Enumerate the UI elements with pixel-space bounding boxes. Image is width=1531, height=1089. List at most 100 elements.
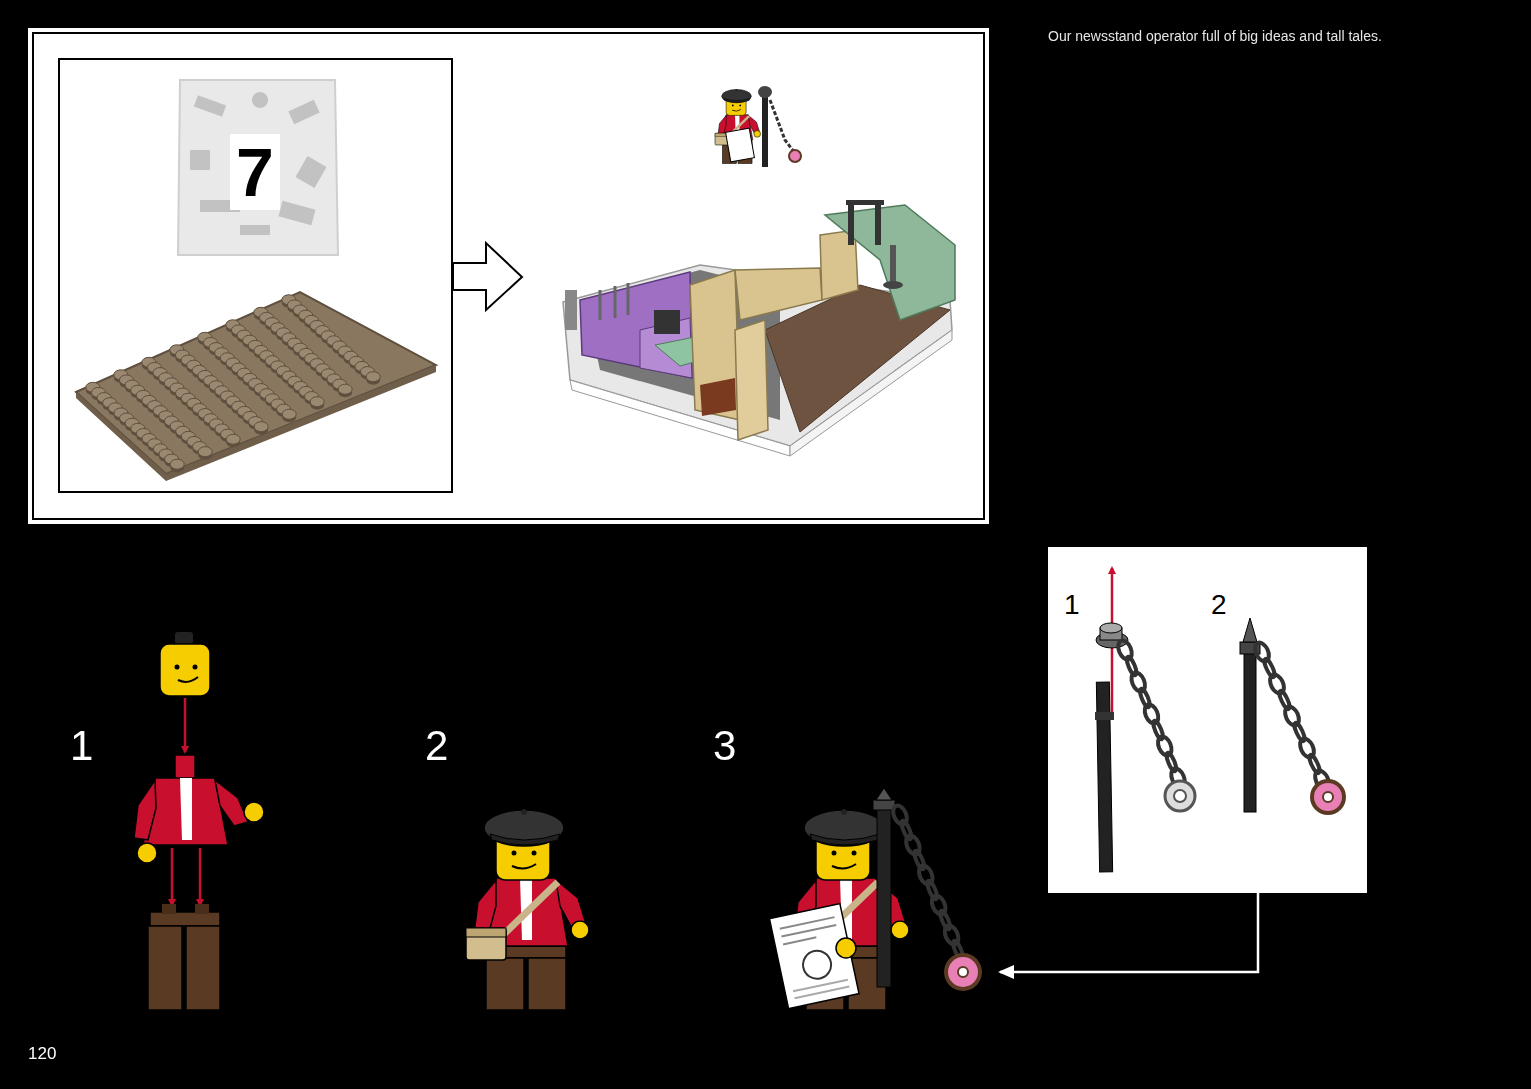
illustration-part	[150, 912, 220, 926]
illustration-part	[1314, 783, 1342, 811]
illustration-part	[769, 904, 859, 1009]
illustration-part	[1116, 638, 1188, 789]
illustration-part	[1310, 779, 1346, 815]
illustration-part	[1096, 682, 1112, 872]
illustration-part	[199, 848, 202, 905]
illustration-part	[195, 904, 209, 914]
illustration-part	[310, 397, 324, 407]
illustration-part	[958, 967, 968, 977]
illustration-part	[1252, 640, 1331, 791]
illustration-part	[690, 270, 740, 420]
illustration-part	[875, 200, 881, 245]
illustration-part	[175, 665, 180, 670]
step-number: 2	[425, 725, 448, 767]
illustration-part	[780, 917, 838, 944]
illustration-part	[758, 86, 772, 98]
illustration-part	[184, 698, 187, 752]
illustration-part	[1000, 893, 1258, 972]
sub-step-number: 1	[1064, 591, 1080, 619]
illustration-part	[288, 100, 319, 125]
illustration-part	[453, 243, 522, 310]
illustration-part	[366, 372, 380, 382]
illustration-part	[134, 780, 156, 840]
illustration-part	[186, 926, 220, 1010]
step-number: 3	[713, 725, 736, 767]
illustration-part	[1095, 712, 1114, 720]
illustration-part	[825, 205, 955, 320]
illustration-part	[170, 459, 184, 469]
bag-number: 7	[230, 134, 280, 210]
illustration-part	[846, 200, 884, 205]
illustration-part	[890, 245, 896, 285]
illustration-part	[762, 95, 768, 167]
illustration-part	[1323, 792, 1333, 802]
illustration-part	[770, 100, 794, 152]
illustration-part	[1243, 618, 1257, 642]
illustration-part	[279, 201, 316, 225]
illustration-part	[735, 268, 822, 320]
illustration-part	[715, 89, 761, 163]
illustration-part	[338, 384, 352, 394]
illustration-part	[793, 980, 849, 998]
illustration-part	[565, 290, 577, 330]
illustration-part	[28, 28, 989, 524]
illustration-part	[162, 904, 176, 914]
illustration-part	[883, 281, 903, 289]
illustration-part	[282, 409, 296, 419]
sub-step-number: 2	[1211, 591, 1227, 619]
illustration-part	[700, 378, 736, 416]
illustration-part	[891, 803, 965, 960]
illustration-part	[466, 809, 589, 1010]
illustration-part	[252, 92, 268, 108]
illustration-part	[148, 926, 182, 1010]
illustration-part	[240, 225, 270, 235]
illustration-part	[137, 843, 157, 863]
illustration-part	[1100, 623, 1122, 633]
illustration-part	[254, 422, 268, 432]
illustration-part	[600, 283, 628, 320]
illustration-part	[800, 948, 833, 981]
page-number: 120	[28, 1045, 56, 1062]
illustration-part	[735, 320, 768, 440]
illustration-part	[215, 780, 248, 826]
illustration-part	[178, 677, 198, 682]
illustration-part	[654, 310, 680, 334]
illustration-part	[178, 80, 338, 255]
illustration-part	[726, 128, 755, 162]
illustration-part	[226, 434, 240, 444]
illustration-part	[944, 953, 982, 991]
illustration-part	[171, 848, 174, 905]
illustration-part	[295, 156, 326, 188]
illustration-part	[1244, 650, 1256, 812]
parts-box: 7	[58, 58, 453, 493]
illustration-part	[769, 904, 859, 1009]
step-number: 1	[70, 725, 93, 767]
illustration-part	[876, 788, 892, 800]
illustration-part	[244, 802, 264, 822]
illustration-part	[86, 295, 380, 472]
illustration-part	[175, 632, 193, 644]
illustration-part	[1174, 790, 1186, 802]
illustration-part	[789, 150, 801, 162]
illustration-part	[33, 33, 984, 519]
illustration-part	[848, 205, 854, 245]
illustration-part	[715, 89, 761, 163]
illustration-part	[948, 957, 978, 987]
illustration-part	[190, 150, 210, 170]
illustration-part	[190, 92, 327, 235]
illustration-part	[198, 447, 212, 457]
illustration-part	[160, 644, 210, 696]
illustration-part	[193, 665, 198, 670]
illustration-part	[466, 809, 589, 1010]
illustration-part	[877, 805, 891, 987]
illustration-part	[180, 778, 192, 840]
illustration-part	[1048, 547, 1367, 893]
illustration-part	[1165, 781, 1195, 811]
note-text: Our newsstand operator full of big ideas…	[1048, 29, 1382, 43]
illustration-part	[836, 938, 856, 958]
illustration-part	[76, 365, 436, 481]
sub-assembly-callout: 12	[1048, 547, 1367, 893]
illustration-part	[194, 95, 226, 117]
illustration-part	[175, 755, 195, 779]
